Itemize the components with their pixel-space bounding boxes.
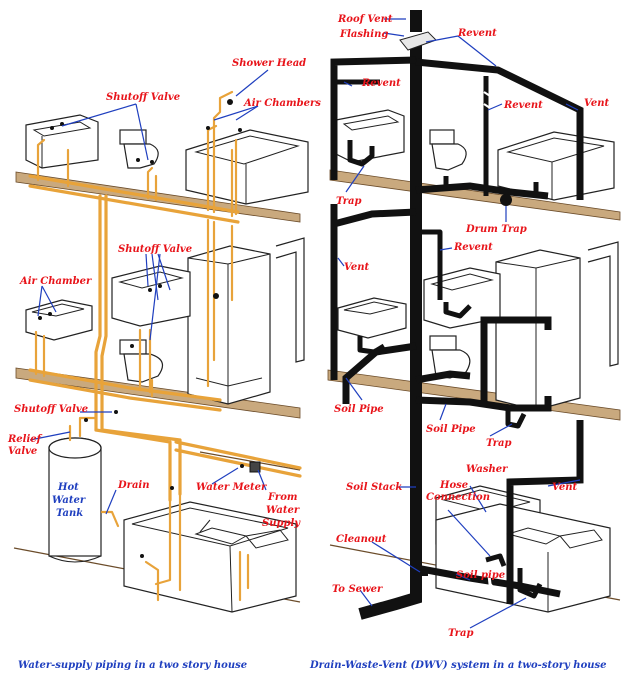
- shower-head-icon: [227, 99, 233, 105]
- water-tank-lid: [48, 437, 102, 459]
- right-fixtures: [335, 109, 619, 613]
- label-vent-low: Vent: [552, 482, 577, 493]
- label-from-water-supply-2: Water: [266, 505, 300, 516]
- water-tank-body: [48, 447, 102, 557]
- caption-right: Drain-Waste-Vent (DWV) system in a two-s…: [309, 660, 607, 671]
- label-air-chamber: Air Chamber: [19, 276, 92, 287]
- upper-branch-drain: [415, 182, 549, 200]
- dwv-mid-toilet-tank: [429, 335, 457, 351]
- leader-lines: [29, 18, 581, 629]
- label-water-meter: Water Meter: [196, 482, 267, 493]
- label-trap-upper: Trap: [336, 196, 361, 207]
- label-hot-water-tank-3: Tank: [56, 508, 83, 519]
- caption-left: Water-supply piping in a two story house: [18, 660, 247, 671]
- label-from-water-supply-3: Supply: [262, 518, 301, 529]
- label-hose-connection-2: Connection: [426, 492, 490, 503]
- label-relief-valve-2: Valve: [8, 446, 37, 457]
- dwv-wall-lavatory: [337, 297, 407, 339]
- label-trap-low: Trap: [448, 628, 473, 639]
- dwv-upper-toilet-bowl: [431, 143, 467, 171]
- main-to-meter: [174, 440, 302, 470]
- upper-main-hot: [28, 174, 240, 214]
- upper-toilet-bowl: [123, 143, 159, 169]
- upper-bathtub-inner: [194, 135, 300, 165]
- right-upper-floor: [329, 169, 621, 221]
- laundry-tub: [123, 501, 297, 613]
- mid-lavatory-trap: [443, 302, 472, 319]
- label-shutoff-valve-low: Shutoff Valve: [14, 404, 88, 415]
- soil-pipe-low: [415, 564, 561, 598]
- label-from-water-supply-1: From: [267, 492, 297, 503]
- label-flashing: Flashing: [339, 29, 388, 40]
- label-revent-right: Revent: [503, 100, 543, 111]
- label-hose-connection-1: Hose: [439, 480, 468, 491]
- mid-lavatory: [111, 265, 191, 327]
- mid-toilet-bowl: [123, 353, 164, 383]
- low-trap: [517, 568, 543, 599]
- label-washer: Washer: [466, 464, 508, 475]
- wall-lavatory: [25, 299, 93, 341]
- right-vent-top: [415, 58, 584, 200]
- label-shutoff-valve-mid: Shutoff Valve: [118, 244, 192, 255]
- mid-trap: [505, 408, 527, 429]
- roof-vent-cap: [410, 10, 422, 32]
- captions: Water-supply piping in a two story house…: [18, 660, 607, 671]
- label-vent-right: Vent: [584, 98, 609, 109]
- supply-pipes: [28, 90, 302, 602]
- left-low-floor-line: [199, 451, 301, 471]
- label-roof-vent: Roof Vent: [337, 14, 393, 25]
- label-revent-top: Revent: [457, 28, 497, 39]
- dwv-upper-bathtub: [497, 131, 615, 201]
- left-vent-top: [330, 56, 417, 180]
- shower-stall: [187, 245, 271, 405]
- label-soil-stack: Soil Stack: [346, 482, 402, 493]
- label-soil-pipe-low: Soil pipe: [456, 570, 505, 581]
- dwv-shower-stall: [495, 249, 581, 411]
- label-soil-pipe-left: Soil Pipe: [334, 404, 384, 415]
- label-hot-water-tank-2: Water: [52, 495, 86, 506]
- middle-main-hot: [28, 368, 222, 402]
- dwv-door-frame: [587, 241, 619, 367]
- label-cleanout: Cleanout: [336, 534, 387, 545]
- labels: Shower Head Shutoff Valve Air Chambers S…: [7, 14, 609, 639]
- valve-dots: [38, 99, 242, 558]
- vent-low: [506, 420, 584, 604]
- label-revent-mid: Revent: [453, 242, 493, 253]
- label-air-chambers: Air Chambers: [243, 98, 321, 109]
- water-meter-icon: [249, 461, 261, 473]
- left-door-frame: [275, 237, 305, 363]
- label-shower-head: Shower Head: [232, 58, 306, 69]
- drum-trap-icon: [500, 194, 512, 206]
- water-meter: [240, 461, 261, 473]
- label-drum-trap: Drum Trap: [465, 224, 527, 235]
- label-shutoff-valve-top: Shutoff Valve: [106, 92, 180, 103]
- label-to-sewer: To Sewer: [332, 584, 383, 595]
- soil-pipe-left: [342, 342, 417, 404]
- label-soil-pipe-mid: Soil Pipe: [426, 424, 476, 435]
- label-trap-mid: Trap: [486, 438, 511, 449]
- label-vent-left: Vent: [344, 262, 369, 273]
- upper-lavatory-trap: [347, 140, 375, 167]
- label-revent-left: Revent: [361, 78, 401, 89]
- label-relief-valve-1: Relief: [7, 434, 43, 445]
- dwv-upper-toilet-tank: [429, 129, 455, 145]
- label-drain: Drain: [117, 480, 150, 491]
- upper-bathtub: [185, 129, 309, 205]
- sewer-elbow: [358, 588, 422, 620]
- shower-valve-icon: [213, 293, 219, 299]
- dwv-laundry-tub: [435, 503, 611, 613]
- supply-riser-1: [94, 194, 102, 432]
- label-hot-water-tank-1: Hot: [57, 482, 79, 493]
